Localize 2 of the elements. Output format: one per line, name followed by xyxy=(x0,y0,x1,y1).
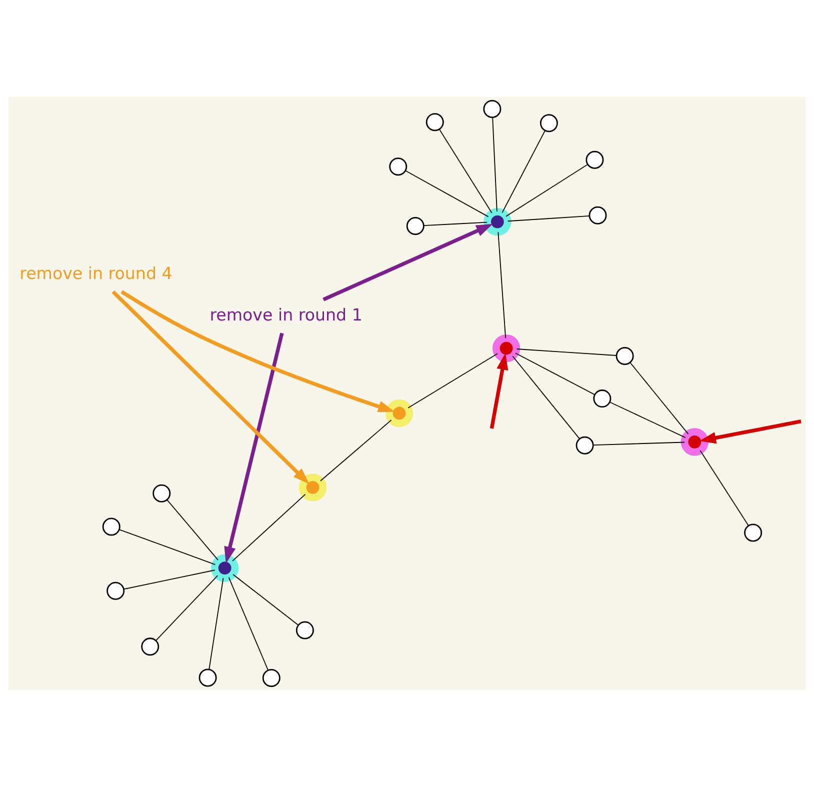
node-text: remove in round 4 xyxy=(20,264,172,283)
node-text: remove in round 1 xyxy=(210,304,362,324)
